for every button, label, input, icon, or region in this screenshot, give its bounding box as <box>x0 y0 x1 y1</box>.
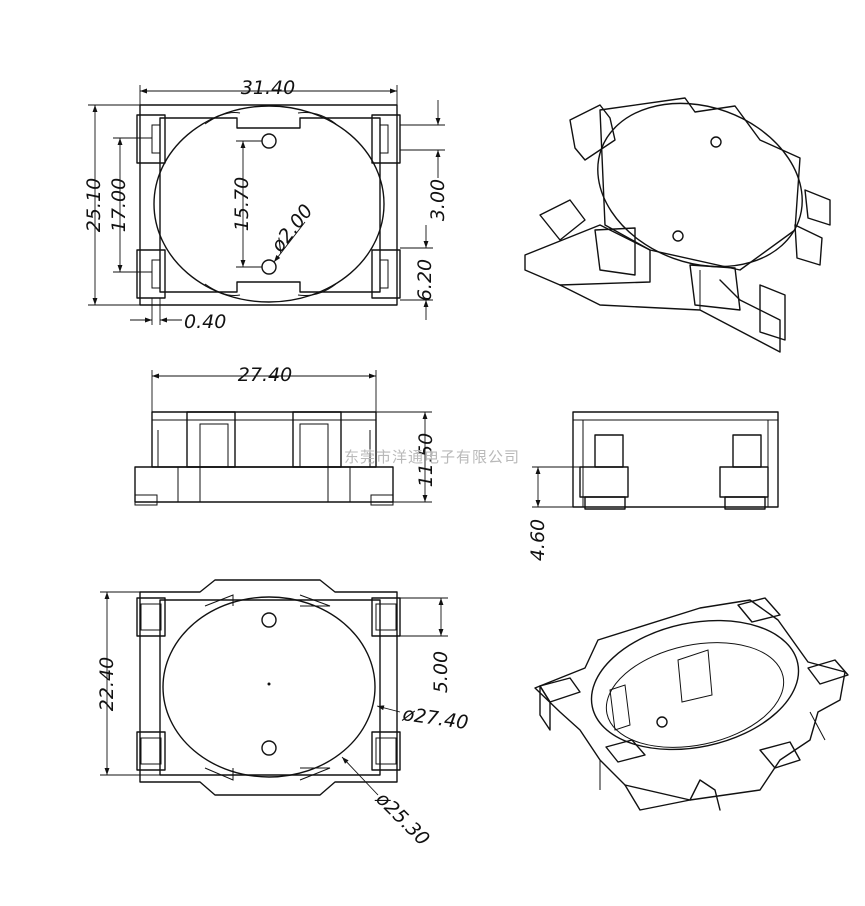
dim-tab-height: 3.00 <box>427 179 449 221</box>
watermark-text: 东莞市洋通电子有限公司 <box>344 448 520 466</box>
dim-overall-width: 31.40 <box>241 77 295 99</box>
dim-pin-span: 17.00 <box>108 178 130 232</box>
dim-bottom-outer-diameter: ø27.40 <box>400 703 469 734</box>
dim-side-base-height: 4.60 <box>527 519 549 561</box>
isometric-view-bottom <box>534 597 849 811</box>
dim-bottom-inner-diameter: ø25.30 <box>371 787 434 850</box>
dim-lead-thickness: 0.40 <box>184 311 226 333</box>
dim-tab-offset: 6.20 <box>414 259 436 301</box>
dim-hole-spacing: 15.70 <box>231 177 253 231</box>
dim-front-width: 27.40 <box>238 364 292 386</box>
front-view: 27.40 11.50 <box>134 364 437 506</box>
bottom-view: 22.40 5.00 ø27.40 ø25.30 <box>96 579 470 850</box>
isometric-view-top <box>524 97 831 353</box>
dim-hole-diameter: ø2.00 <box>266 200 317 257</box>
side-view: 4.60 <box>527 411 779 561</box>
dim-bottom-height: 22.40 <box>96 657 118 711</box>
dim-front-height: 11.50 <box>415 433 437 487</box>
dim-overall-height: 25.10 <box>83 178 105 232</box>
dim-bottom-tab-span: 5.00 <box>430 651 452 693</box>
top-view: 31.40 25.10 17.00 15.70 ø2.00 3.00 6.20 <box>83 77 449 333</box>
